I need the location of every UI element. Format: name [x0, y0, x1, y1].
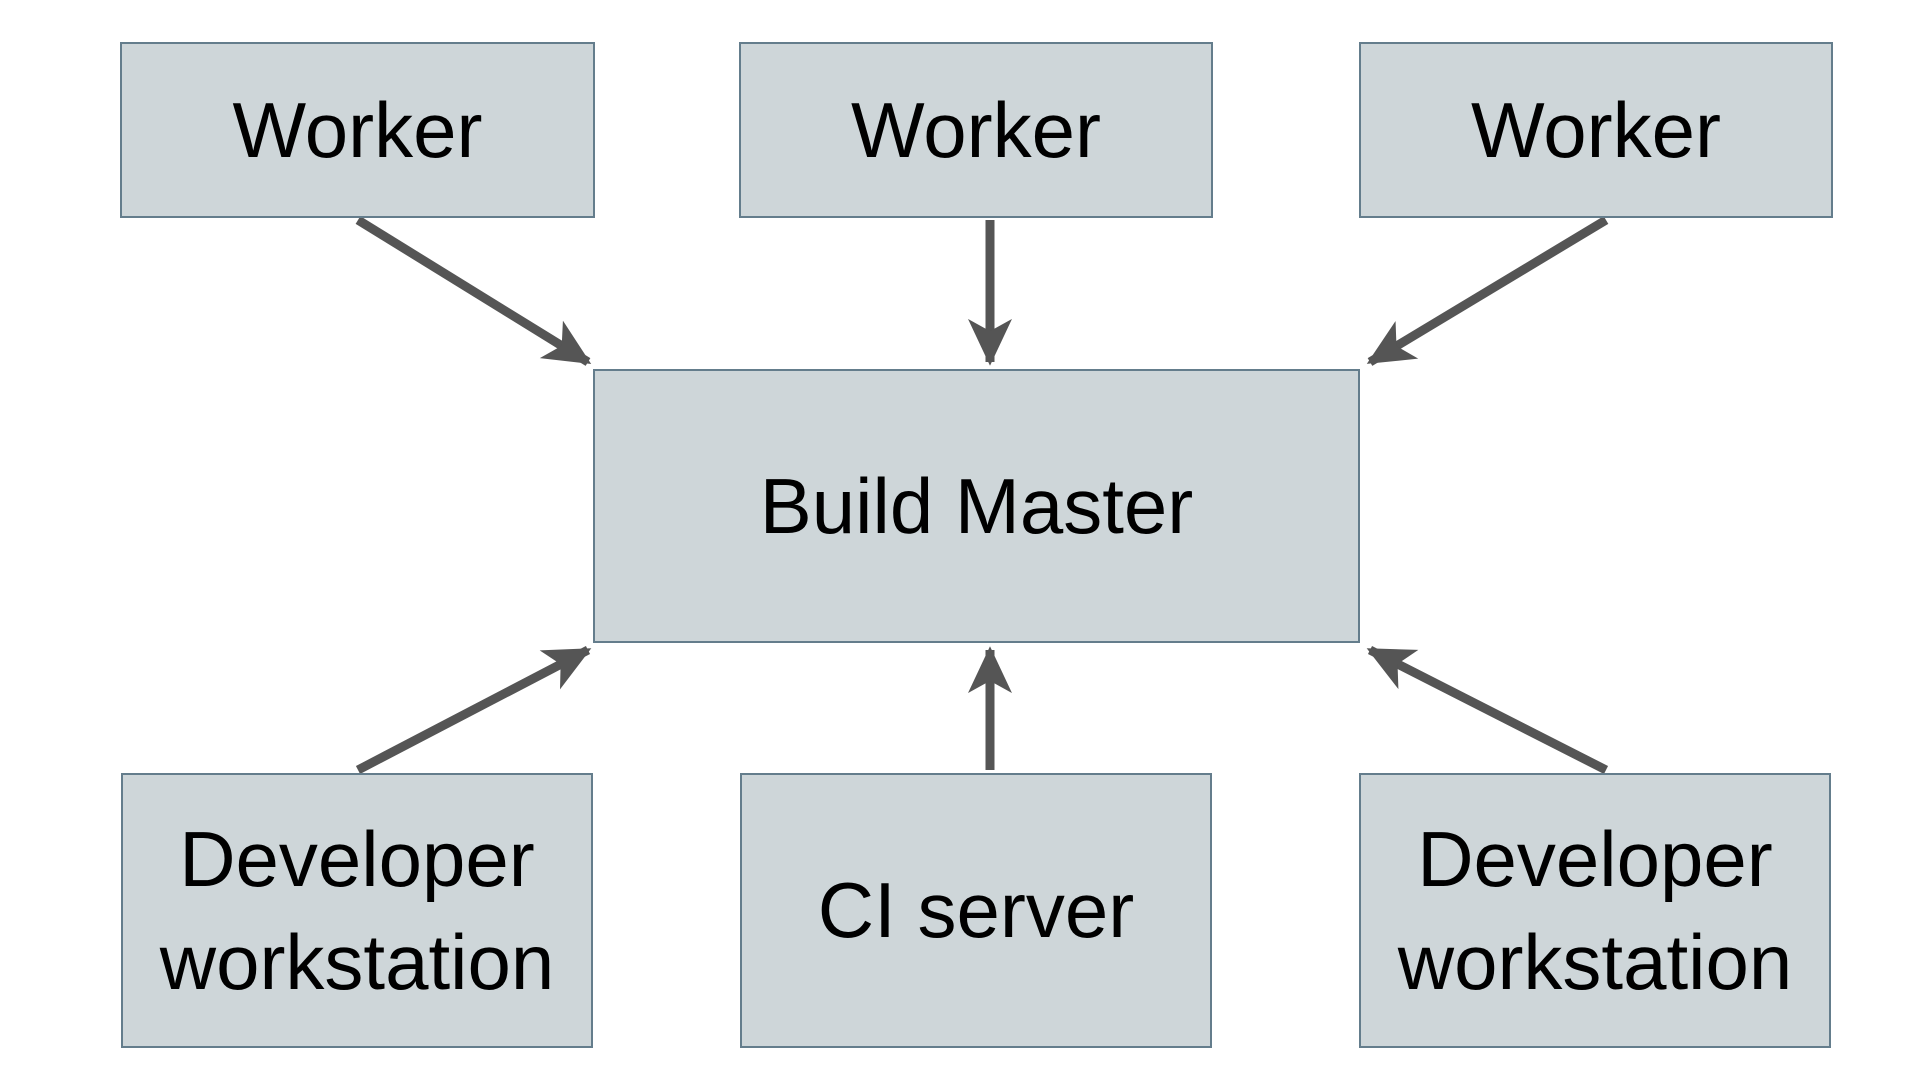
node-worker-2[interactable]: Worker [739, 42, 1213, 218]
node-developer-workstation-2[interactable]: Developer workstation [1359, 773, 1831, 1048]
edge-worker-3-to-build-master [1366, 216, 1609, 366]
node-worker-3[interactable]: Worker [1359, 42, 1833, 218]
edge-dev-ws-1-to-build-master [355, 646, 592, 774]
node-worker-1-label: Worker [232, 85, 483, 174]
edge-dev-ws-2-to-build-master [1366, 645, 1609, 775]
node-worker-2-label: Worker [851, 85, 1101, 174]
node-build-master-label: Build Master [759, 461, 1194, 550]
node-developer-workstation-2-label: Developer workstation [1397, 814, 1793, 1006]
edge-worker-1-to-build-master [355, 216, 592, 366]
node-worker-3-label: Worker [1471, 85, 1721, 174]
node-worker-1[interactable]: Worker [120, 42, 595, 218]
node-developer-workstation-1-label: Developer workstation [159, 814, 555, 1006]
node-ci-server-label: CI server [817, 866, 1135, 955]
node-developer-workstation-1[interactable]: Developer workstation [121, 773, 593, 1048]
node-ci-server[interactable]: CI server [740, 773, 1212, 1048]
node-build-master[interactable]: Build Master [593, 369, 1360, 643]
